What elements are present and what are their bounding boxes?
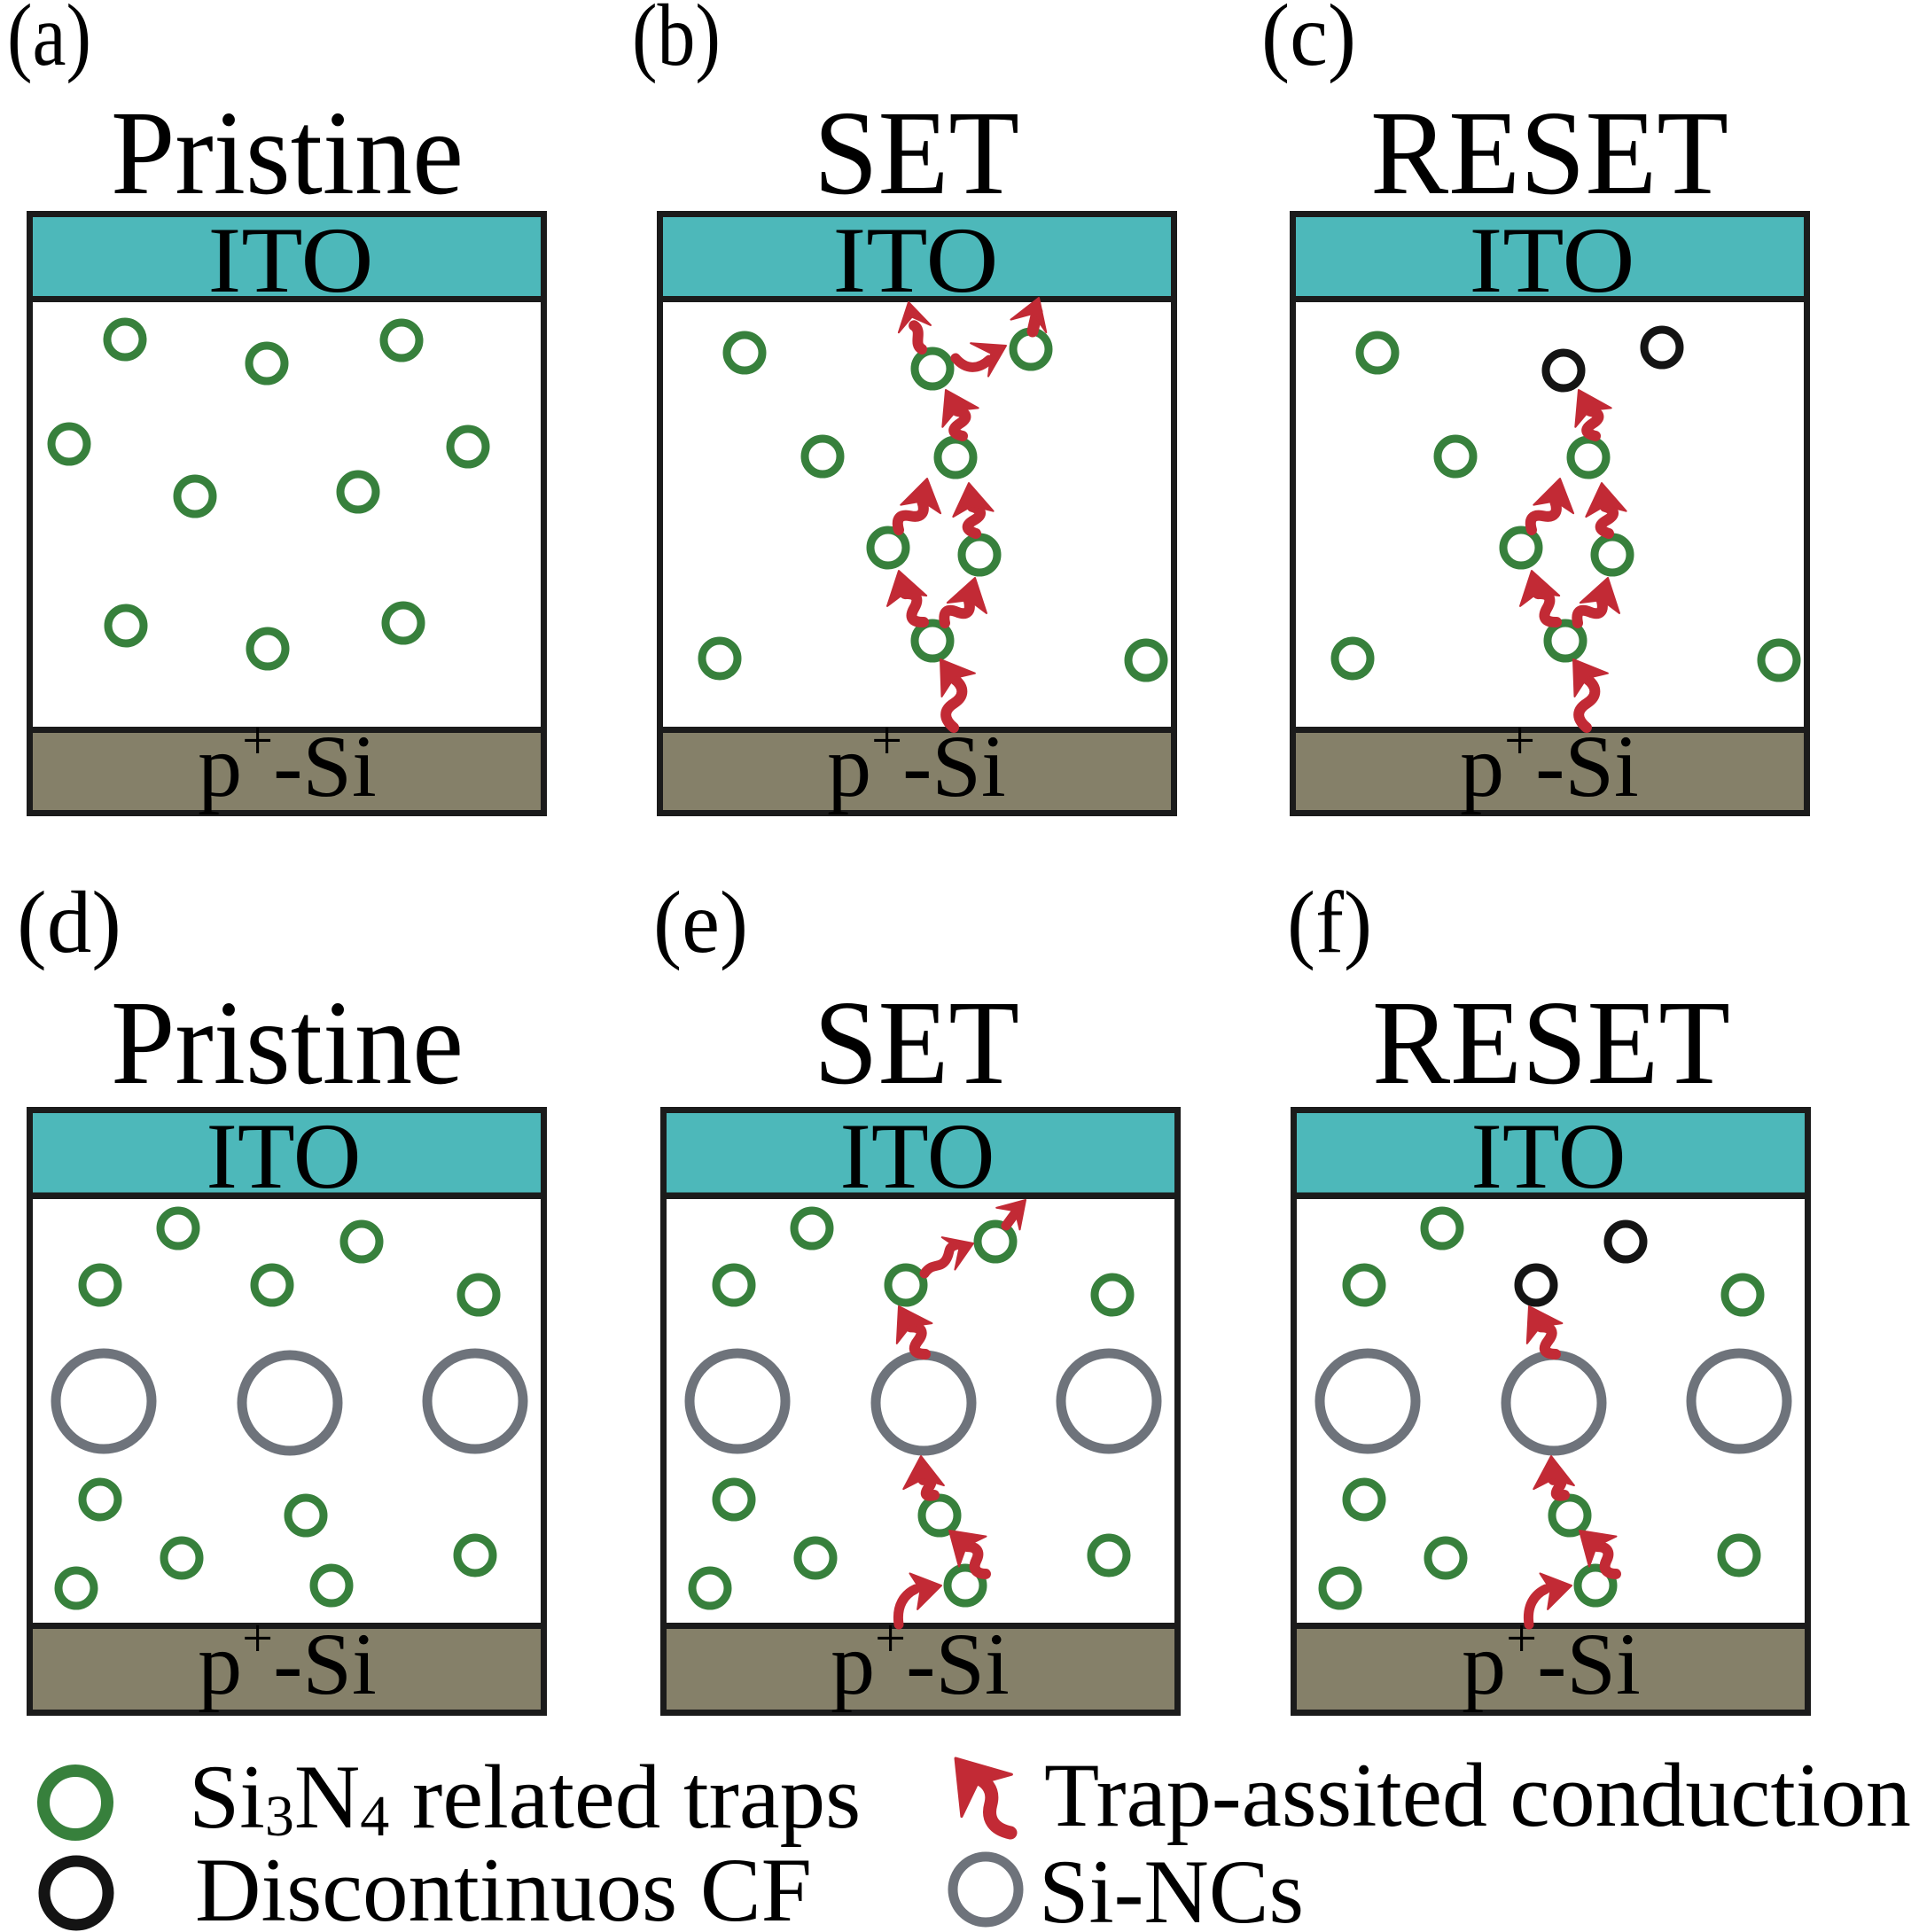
- svg-text:p+-Si: p+-Si: [827, 711, 1006, 815]
- svg-text:RESET: RESET: [1372, 977, 1730, 1110]
- svg-text:ITO: ITO: [1470, 208, 1635, 312]
- svg-text:ITO: ITO: [208, 208, 374, 312]
- svg-text:(f): (f): [1287, 873, 1372, 971]
- svg-text:Pristine: Pristine: [111, 977, 464, 1110]
- svg-text:(a): (a): [7, 0, 91, 84]
- svg-text:SET: SET: [814, 87, 1019, 220]
- svg-text:p+-Si: p+-Si: [198, 1609, 377, 1713]
- svg-text:(c): (c): [1261, 0, 1356, 84]
- svg-text:(d): (d): [17, 873, 121, 971]
- svg-text:Si3N4 related traps: Si3N4 related traps: [189, 1747, 861, 1849]
- svg-text:Discontinuos CF: Discontinuos CF: [195, 1840, 812, 1932]
- svg-text:SET: SET: [814, 977, 1019, 1110]
- svg-text:RESET: RESET: [1370, 87, 1728, 220]
- svg-text:(b): (b): [632, 0, 721, 84]
- svg-text:(e): (e): [653, 873, 748, 971]
- svg-text:Trap-assited conduction: Trap-assited conduction: [1044, 1745, 1911, 1846]
- svg-text:ITO: ITO: [1471, 1104, 1626, 1208]
- svg-text:p+-Si: p+-Si: [1462, 1609, 1641, 1713]
- svg-text:Si-NCs: Si-NCs: [1039, 1842, 1304, 1932]
- svg-text:Pristine: Pristine: [111, 87, 464, 220]
- svg-text:ITO: ITO: [207, 1104, 362, 1208]
- svg-text:p+-Si: p+-Si: [198, 711, 377, 815]
- svg-text:ITO: ITO: [840, 1104, 995, 1208]
- svg-text:ITO: ITO: [833, 208, 999, 312]
- svg-text:p+-Si: p+-Si: [831, 1609, 1010, 1713]
- svg-text:p+-Si: p+-Si: [1460, 711, 1639, 815]
